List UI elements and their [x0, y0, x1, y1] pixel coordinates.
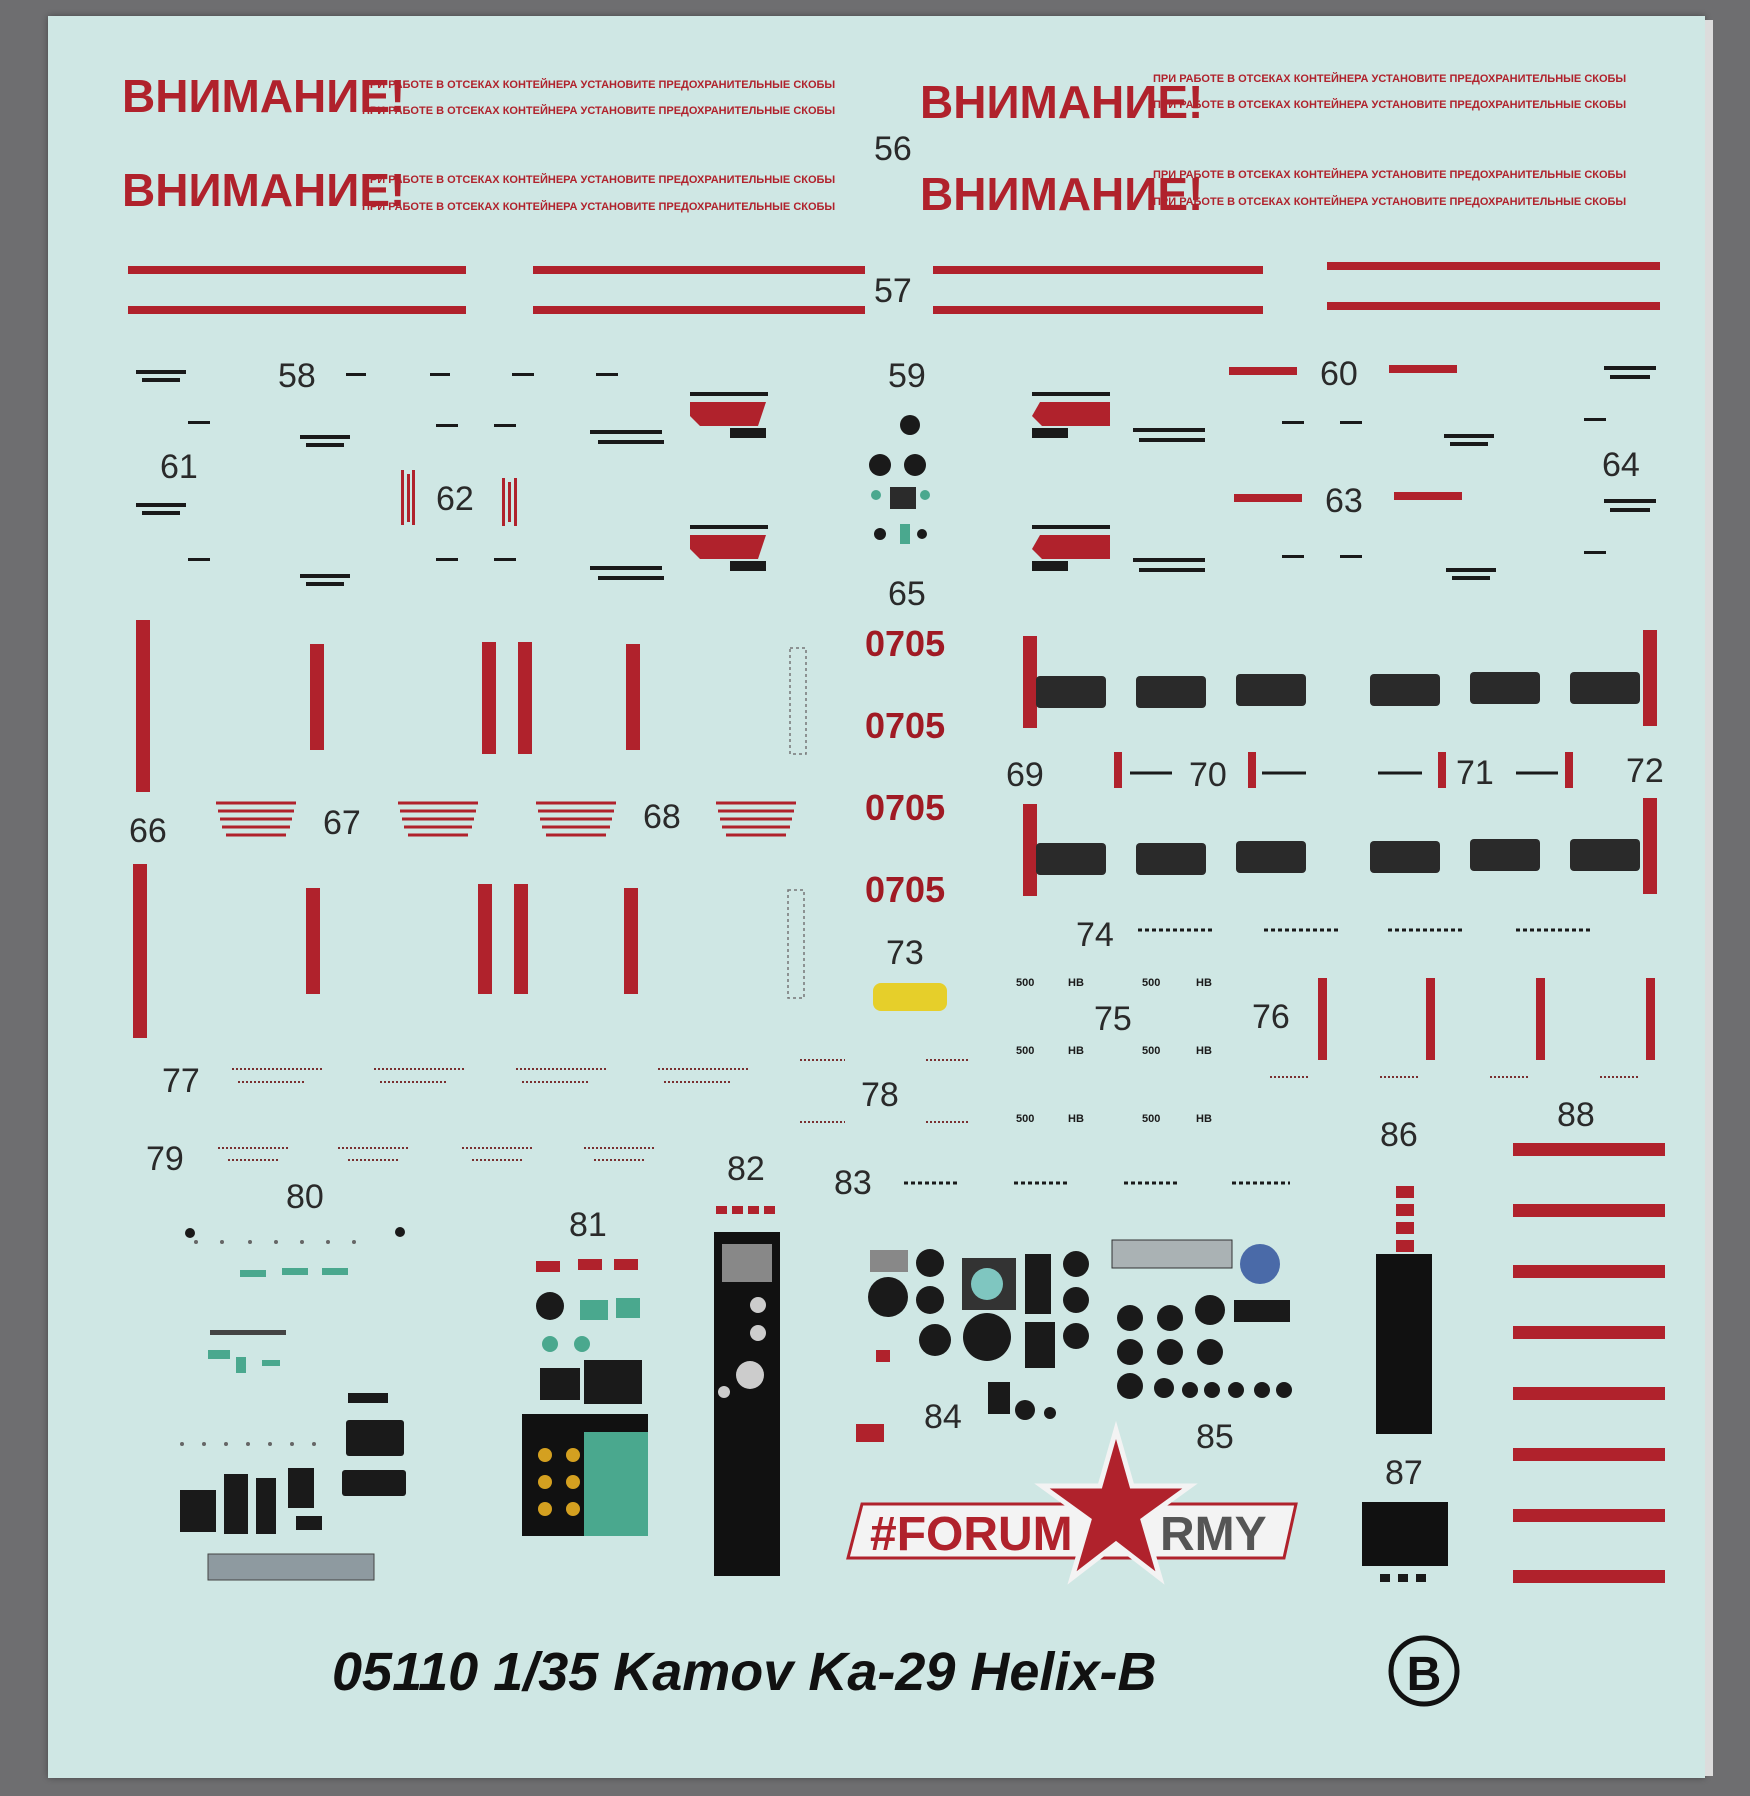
svg-text:НВ: НВ	[1068, 977, 1084, 989]
svg-text:79: 79	[146, 1140, 184, 1178]
red-bars-76	[1318, 978, 1655, 1060]
warning-placard-3: ВНИМАНИЕ! ПРИ РАБОТЕ В ОТСЕКАХ КОНТЕЙНЕР…	[122, 164, 835, 216]
svg-text:56: 56	[874, 130, 912, 168]
logo-rmy: RMY	[1160, 1508, 1267, 1561]
yellow-patch-73	[873, 983, 947, 1011]
warning-heading: ВНИМАНИЕ!	[920, 76, 1203, 128]
svg-text:500: 500	[1016, 1045, 1034, 1057]
sheet-letter: B	[1407, 1648, 1442, 1701]
warning-line: ПРИ РАБОТЕ В ОТСЕКАХ КОНТЕЙНЕРА УСТАНОВИ…	[1153, 195, 1626, 208]
svg-text:НВ: НВ	[1068, 1113, 1084, 1125]
instrument-panel-85	[1111, 1239, 1292, 1399]
warning-line: ПРИ РАБОТЕ В ОТСЕКАХ КОНТЕЙНЕРА УСТАНОВИ…	[1153, 168, 1626, 181]
red-stripes-88	[1513, 1143, 1665, 1583]
svg-text:82: 82	[727, 1150, 765, 1188]
tail-code: 0705	[865, 623, 945, 664]
svg-text:63: 63	[1325, 482, 1363, 520]
control-tab-blocks	[690, 392, 1110, 571]
svg-text:88: 88	[1557, 1096, 1595, 1134]
svg-text:67: 67	[323, 804, 361, 842]
svg-text:75: 75	[1094, 1000, 1132, 1038]
svg-text:76: 76	[1252, 998, 1290, 1036]
warning-heading: ВНИМАНИЕ!	[122, 164, 405, 216]
tail-code: 0705	[865, 869, 945, 910]
instrument-panel-86	[1376, 1186, 1432, 1434]
red-stripes-57	[128, 262, 1660, 314]
instrument-panel-80	[180, 1227, 406, 1581]
dotted-outlines	[787, 647, 807, 999]
red-dashes-60-63	[1229, 365, 1462, 502]
svg-text:69: 69	[1006, 756, 1044, 794]
svg-text:86: 86	[1380, 1116, 1418, 1154]
instrument-cluster-59	[869, 415, 930, 544]
svg-text:81: 81	[569, 1206, 607, 1244]
red-bars-66-68	[133, 620, 640, 1038]
svg-text:61: 61	[160, 448, 198, 486]
vertical-marks-62	[401, 470, 517, 526]
svg-text:87: 87	[1385, 1454, 1423, 1492]
warning-heading: ВНИМАНИЕ!	[920, 168, 1203, 220]
svg-text:60: 60	[1320, 355, 1358, 393]
tail-code: 0705	[865, 705, 945, 746]
tail-code: 0705	[865, 787, 945, 828]
striped-placards-67-68	[216, 801, 796, 837]
svg-text:80: 80	[286, 1178, 324, 1216]
warning-heading: ВНИМАНИЕ!	[122, 70, 405, 122]
svg-text:70: 70	[1189, 756, 1227, 794]
svg-text:500: 500	[1016, 1113, 1034, 1125]
svg-text:НВ: НВ	[1196, 1113, 1212, 1125]
decal-number-labels: 56 57 58 59 60 61 62 63 64 65 66 67 68 6…	[129, 130, 1664, 1492]
svg-text:500: 500	[1016, 977, 1034, 989]
svg-text:НВ: НВ	[1068, 1045, 1084, 1057]
svg-text:62: 62	[436, 480, 474, 518]
svg-text:59: 59	[888, 357, 926, 395]
tail-codes: 0705 0705 0705 0705	[865, 623, 945, 910]
sheet-edge	[1705, 20, 1713, 1776]
dotted-rows-74-83	[904, 928, 1590, 1185]
warning-line: ПРИ РАБОТЕ В ОТСЕКАХ КОНТЕЙНЕРА УСТАНОВИ…	[1153, 72, 1626, 85]
svg-text:58: 58	[278, 357, 316, 395]
svg-text:НВ: НВ	[1196, 977, 1212, 989]
svg-text:68: 68	[643, 798, 681, 836]
svg-text:84: 84	[924, 1398, 962, 1436]
svg-text:72: 72	[1626, 752, 1664, 790]
warning-line: ПРИ РАБОТЕ В ОТСЕКАХ КОНТЕЙНЕРА УСТАНОВИ…	[362, 200, 835, 213]
warning-line: ПРИ РАБОТЕ В ОТСЕКАХ КОНТЕЙНЕРА УСТАНОВИ…	[362, 78, 835, 91]
svg-text:83: 83	[834, 1164, 872, 1202]
svg-text:66: 66	[129, 812, 167, 850]
warning-placard-4: ВНИМАНИЕ! ПРИ РАБОТЕ В ОТСЕКАХ КОНТЕЙНЕР…	[920, 168, 1626, 220]
svg-text:65: 65	[888, 575, 926, 613]
svg-text:64: 64	[1602, 446, 1640, 484]
tiny-strips-77-79	[218, 1059, 1640, 1161]
grille-panels-69-72	[1023, 630, 1657, 896]
sheet-letter-badge: B	[1388, 1635, 1460, 1707]
svg-text:71: 71	[1456, 754, 1494, 792]
svg-text:85: 85	[1196, 1418, 1234, 1456]
svg-text:74: 74	[1076, 916, 1114, 954]
svg-text:73: 73	[886, 934, 924, 972]
svg-text:500: 500	[1142, 1045, 1160, 1057]
logo-hash: #FORUM	[870, 1508, 1073, 1561]
warning-line: ПРИ РАБОТЕ В ОТСЕКАХ КОНТЕЙНЕРА УСТАНОВИ…	[362, 104, 835, 117]
instrument-panel-82	[714, 1206, 780, 1576]
warning-line: ПРИ РАБОТЕ В ОТСЕКАХ КОНТЕЙНЕРА УСТАНОВИ…	[362, 173, 835, 186]
instrument-panel-81	[522, 1259, 648, 1536]
warning-line: ПРИ РАБОТЕ В ОТСЕКАХ КОНТЕЙНЕРА УСТАНОВИ…	[1153, 98, 1626, 111]
svg-text:НВ: НВ	[1196, 1045, 1212, 1057]
warning-placard-1: ВНИМАНИЕ! ПРИ РАБОТЕ В ОТСЕКАХ КОНТЕЙНЕР…	[122, 70, 835, 122]
warning-placard-2: ВНИМАНИЕ! ПРИ РАБОТЕ В ОТСЕКАХ КОНТЕЙНЕР…	[920, 72, 1626, 128]
forumarmy-logo: #FORUM RMY	[846, 1420, 1298, 1585]
sheet-title: 05110 1/35 Kamov Ka-29 Helix-B	[332, 1642, 1156, 1702]
instrument-panel-87	[1362, 1502, 1448, 1582]
svg-text:78: 78	[861, 1076, 899, 1114]
small-marks-58-65	[136, 366, 1656, 586]
svg-text:500: 500	[1142, 1113, 1160, 1125]
svg-text:57: 57	[874, 272, 912, 310]
svg-text:77: 77	[162, 1062, 200, 1100]
svg-text:500: 500	[1142, 977, 1160, 989]
instrument-panel-84	[856, 1249, 1089, 1442]
